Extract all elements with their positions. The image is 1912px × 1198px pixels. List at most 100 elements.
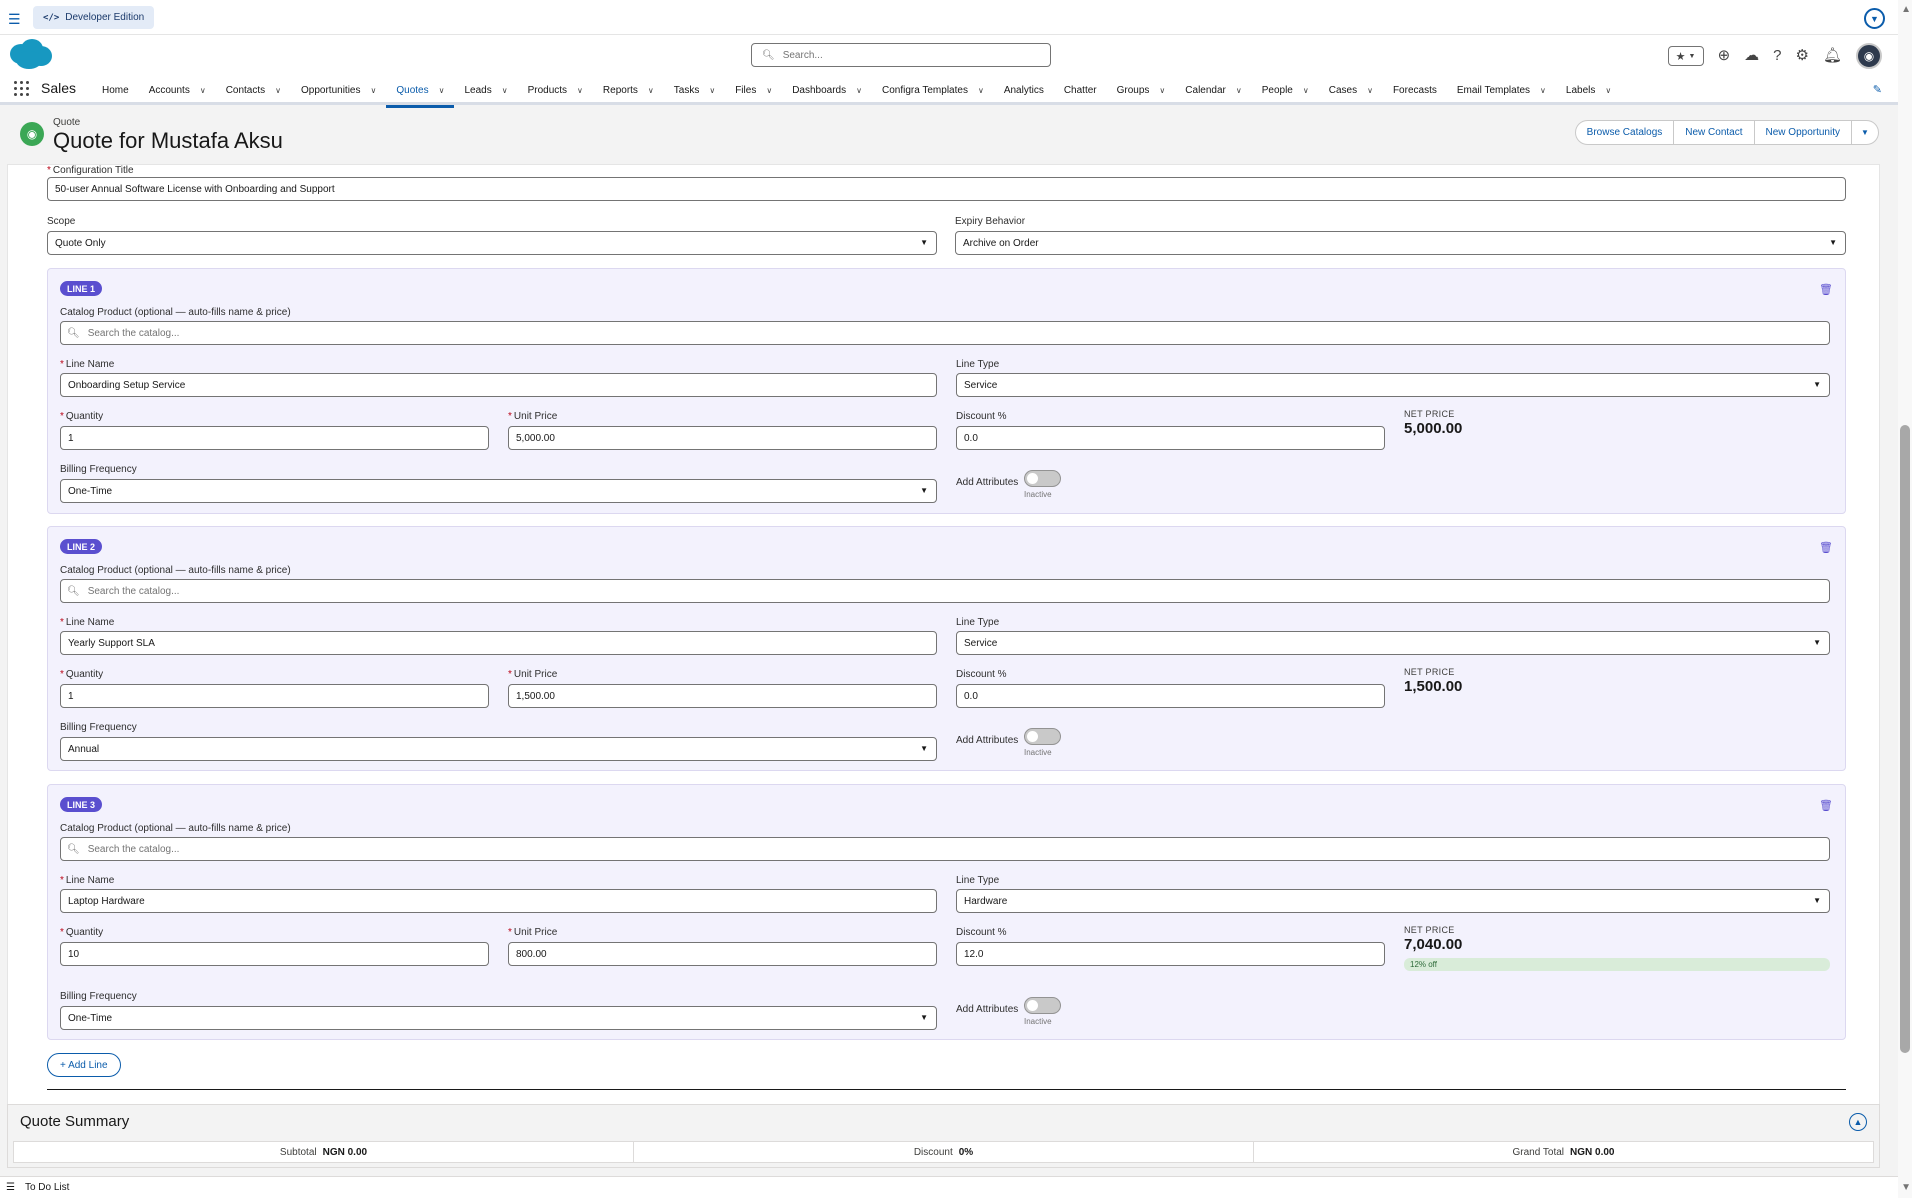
config-title-input[interactable]: 50-user Annual Software License with Onb…	[47, 177, 1846, 201]
catalog-search-input[interactable]: 🔍︎Search the catalog...	[60, 579, 1830, 603]
todo-list-button[interactable]: To Do List	[24, 1182, 70, 1193]
unit-price-input[interactable]: 1,500.00	[508, 684, 937, 708]
chevron-down-icon[interactable]: ∨	[1302, 85, 1309, 95]
edit-nav-icon[interactable]: ✎	[1872, 84, 1882, 96]
trailhead-icon[interactable]: ☁	[1744, 47, 1760, 64]
chevron-down-icon[interactable]: ∨	[370, 85, 377, 95]
browse-catalogs-button[interactable]: Browse Catalogs	[1574, 120, 1675, 145]
line-type-select[interactable]: Service▼	[956, 373, 1830, 397]
chevron-down-icon[interactable]: ∨	[577, 85, 583, 95]
discount-input[interactable]: 12.0	[956, 942, 1385, 966]
chevron-down-icon[interactable]: ∨	[1367, 85, 1373, 95]
developer-edition-pill[interactable]: </> Developer Edition	[33, 6, 155, 29]
tab-chatter[interactable]: Chatter	[1054, 75, 1107, 105]
net-price-value: 1,500.00	[1404, 678, 1463, 695]
add-attributes-toggle[interactable]	[1024, 728, 1061, 745]
tab-leads[interactable]: Leads∨	[454, 75, 517, 105]
tab-calendar[interactable]: Calendar∨	[1175, 75, 1251, 105]
tab-tasks[interactable]: Tasks∨	[664, 75, 725, 105]
chevron-down-icon[interactable]: ∨	[1540, 85, 1546, 95]
tab-label: Labels	[1565, 84, 1596, 96]
avatar[interactable]: ◉	[1856, 43, 1882, 69]
quantity-input[interactable]: 1	[60, 426, 489, 450]
add-line-button[interactable]: + Add Line	[47, 1053, 121, 1077]
scope-select[interactable]: Quote Only▼	[47, 231, 937, 255]
chevron-down-icon[interactable]: ∨	[647, 85, 654, 95]
chevron-down-icon[interactable]: ∨	[1235, 85, 1242, 95]
billing-frequency-select[interactable]: One-Time▼	[60, 1006, 937, 1030]
add-attributes-toggle[interactable]	[1024, 997, 1061, 1014]
tab-label: Forecasts	[1392, 84, 1437, 96]
add-attributes-toggle[interactable]	[1024, 470, 1061, 487]
trash-icon[interactable]: 🗑︎	[1819, 800, 1833, 812]
bell-icon[interactable]: 🔔︎	[1822, 47, 1842, 64]
billing-frequency-select[interactable]: One-Time▼	[60, 479, 937, 503]
global-search-input[interactable]: 🔍︎ Search...	[751, 43, 1051, 67]
catalog-search-input[interactable]: 🔍︎Search the catalog...	[60, 837, 1830, 861]
chevron-down-icon[interactable]: ∨	[1605, 85, 1612, 95]
scroll-down-icon[interactable]: ▼	[1901, 1182, 1911, 1193]
help-icon[interactable]: ?	[1773, 47, 1782, 64]
add-icon[interactable]: ⊕	[1717, 47, 1731, 64]
line-name-input[interactable]: Onboarding Setup Service	[60, 373, 937, 397]
chevron-down-icon[interactable]: ∨	[766, 85, 773, 95]
tab-analytics[interactable]: Analytics	[994, 75, 1054, 105]
discount-input[interactable]: 0.0	[956, 426, 1385, 450]
menu-icon[interactable]: ☰	[8, 11, 21, 27]
chevron-down-icon[interactable]: ∨	[275, 85, 282, 95]
tab-labels[interactable]: Labels ∨	[1556, 75, 1621, 105]
tab-contacts[interactable]: Contacts∨	[216, 75, 291, 105]
tab-forecasts[interactable]: Forecasts	[1383, 75, 1447, 105]
salesforce-cloud-logo[interactable]	[7, 37, 53, 71]
quantity-label: *Quantity	[60, 669, 104, 680]
favorites-button[interactable]: ★▼	[1667, 46, 1704, 66]
tab-products[interactable]: Products∨	[518, 75, 593, 105]
expiry-behavior-select[interactable]: Archive on Order▼	[955, 231, 1846, 255]
new-opportunity-button[interactable]: New Opportunity	[1753, 120, 1852, 145]
chevron-down-icon[interactable]: ∨	[977, 85, 984, 95]
line-name-input[interactable]: Yearly Support SLA	[60, 631, 937, 655]
chevron-down-icon[interactable]: ∨	[199, 85, 206, 95]
quote-icon: ◉	[20, 122, 44, 146]
chevron-down-icon[interactable]: ▼	[1864, 8, 1885, 29]
scrollbar[interactable]: ▲ ▼	[1898, 0, 1912, 1198]
tab-cases[interactable]: Cases∨	[1319, 75, 1383, 105]
new-contact-button[interactable]: New Contact	[1673, 120, 1755, 145]
quantity-input[interactable]: 1	[60, 684, 489, 708]
chevron-down-icon[interactable]: ∨	[438, 85, 445, 95]
tab-groups[interactable]: Groups∨	[1107, 75, 1176, 105]
tab-files[interactable]: Files∨	[725, 75, 782, 105]
tab-reports[interactable]: Reports∨	[593, 75, 664, 105]
tab-configra-templates[interactable]: Configra Templates∨	[872, 75, 994, 105]
scrollbar-thumb[interactable]	[1900, 425, 1910, 1053]
quantity-input[interactable]: 10	[60, 942, 489, 966]
line-type-select[interactable]: Hardware▼	[956, 889, 1830, 913]
tab-opportunities[interactable]: Opportunities∨	[291, 75, 386, 105]
scroll-up-icon[interactable]: ▲	[1901, 4, 1911, 15]
trash-icon[interactable]: 🗑︎	[1819, 542, 1833, 554]
unit-price-input[interactable]: 5,000.00	[508, 426, 937, 450]
more-actions-button[interactable]: ▼	[1851, 120, 1879, 145]
tab-accounts[interactable]: Accounts∨	[139, 75, 216, 105]
chevron-down-icon[interactable]: ∨	[856, 85, 862, 95]
catalog-search-input[interactable]: 🔍︎Search the catalog...	[60, 321, 1830, 345]
app-launcher-icon[interactable]	[14, 81, 29, 96]
tab-people[interactable]: People∨	[1252, 75, 1319, 105]
add-attributes-label: Add Attributes	[956, 1004, 1019, 1015]
line-name-input[interactable]: Laptop Hardware	[60, 889, 937, 913]
discount-input[interactable]: 0.0	[956, 684, 1385, 708]
tab-quotes[interactable]: Quotes∨	[386, 75, 455, 108]
developer-edition-label: Developer Edition	[65, 12, 145, 23]
tab-dashboards[interactable]: Dashboards∨	[782, 75, 872, 105]
tab-home[interactable]: Home	[92, 75, 139, 105]
gear-icon[interactable]: ⚙	[1795, 47, 1809, 64]
trash-icon[interactable]: 🗑︎	[1819, 284, 1833, 296]
unit-price-input[interactable]: 800.00	[508, 942, 937, 966]
chevron-up-icon[interactable]: ▲	[1849, 1113, 1867, 1131]
chevron-down-icon[interactable]: ∨	[1159, 85, 1166, 95]
tab-email-templates[interactable]: Email Templates∨	[1447, 75, 1556, 105]
chevron-down-icon[interactable]: ∨	[709, 85, 716, 95]
billing-frequency-select[interactable]: Annual▼	[60, 737, 937, 761]
chevron-down-icon[interactable]: ∨	[501, 85, 508, 95]
line-type-select[interactable]: Service▼	[956, 631, 1830, 655]
